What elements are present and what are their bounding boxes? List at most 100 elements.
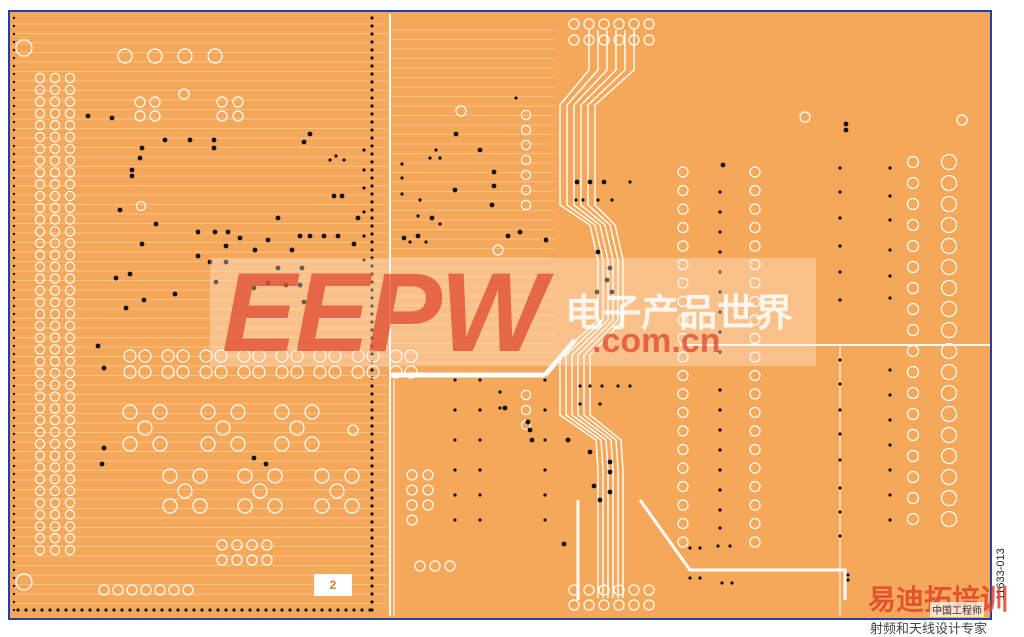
pad-ring bbox=[34, 285, 46, 296]
pad-ring bbox=[643, 34, 655, 46]
pad-ring bbox=[313, 365, 327, 379]
pad-ring bbox=[64, 356, 76, 367]
pad-ring bbox=[613, 584, 625, 596]
drill-hole bbox=[101, 365, 107, 371]
via-dot bbox=[12, 200, 16, 204]
drill-hole bbox=[328, 158, 332, 162]
via-dot bbox=[370, 216, 374, 220]
drill-hole bbox=[400, 176, 404, 180]
via-dot bbox=[370, 568, 374, 572]
pad-ring bbox=[200, 436, 216, 452]
via-dot bbox=[370, 600, 374, 604]
pad-ring bbox=[906, 344, 920, 358]
via-dot bbox=[12, 520, 16, 524]
pad-ring bbox=[161, 365, 175, 379]
pad-ring bbox=[940, 363, 958, 381]
via-dot bbox=[12, 160, 16, 164]
drill-hole bbox=[415, 233, 421, 239]
via-dot bbox=[370, 504, 374, 508]
drill-hole bbox=[453, 493, 457, 497]
pad-ring bbox=[598, 599, 610, 611]
via-dot bbox=[12, 440, 16, 444]
via-dot bbox=[104, 608, 108, 612]
pad-ring bbox=[230, 436, 246, 452]
pad-ring bbox=[64, 131, 76, 143]
pad-ring bbox=[64, 249, 76, 261]
pad-ring bbox=[304, 404, 320, 420]
drill-hole bbox=[283, 282, 289, 288]
drill-hole bbox=[342, 158, 346, 162]
pad-ring bbox=[34, 450, 46, 461]
via-dot bbox=[370, 56, 374, 60]
pad-ring bbox=[64, 72, 76, 84]
via-dot bbox=[370, 296, 374, 300]
via-dot bbox=[12, 360, 16, 364]
via-dot bbox=[12, 24, 16, 28]
via-dot bbox=[88, 608, 92, 612]
trace bbox=[594, 30, 635, 320]
pad-ring bbox=[192, 498, 208, 514]
pad-ring bbox=[64, 297, 76, 308]
pad-ring bbox=[64, 497, 76, 508]
via-dot bbox=[370, 488, 374, 492]
pad-ring bbox=[64, 226, 76, 237]
pad-ring bbox=[64, 521, 76, 532]
drill-hole bbox=[400, 192, 404, 196]
drill-hole bbox=[137, 155, 143, 161]
pad-ring bbox=[314, 468, 330, 484]
drill-hole bbox=[720, 581, 724, 585]
drill-hole bbox=[838, 510, 842, 514]
drill-hole bbox=[888, 468, 892, 472]
pad-ring bbox=[328, 365, 342, 379]
pad-ring bbox=[677, 499, 689, 511]
via-dot bbox=[12, 456, 16, 460]
pad-ring bbox=[138, 349, 152, 363]
drill-hole bbox=[321, 233, 327, 239]
via-dot bbox=[224, 608, 228, 612]
drill-hole bbox=[543, 408, 547, 412]
via-dot bbox=[370, 584, 374, 588]
pad-ring bbox=[34, 214, 46, 225]
drill-hole bbox=[718, 210, 722, 214]
drill-hole bbox=[718, 330, 722, 334]
drill-hole bbox=[265, 237, 271, 243]
pad-ring bbox=[64, 285, 76, 296]
drill-hole bbox=[237, 235, 243, 241]
pad-ring bbox=[677, 425, 689, 437]
via-dot bbox=[304, 608, 308, 612]
pad-ring bbox=[34, 249, 46, 261]
drill-hole bbox=[718, 526, 722, 530]
drill-hole bbox=[418, 198, 422, 202]
drill-hole bbox=[888, 166, 892, 170]
pad-ring bbox=[34, 474, 46, 485]
drill-hole bbox=[99, 461, 105, 467]
via-dot bbox=[12, 608, 16, 612]
drill-hole bbox=[362, 234, 366, 238]
via-dot bbox=[370, 344, 374, 348]
drill-hole bbox=[265, 280, 271, 286]
pad-ring bbox=[422, 499, 434, 511]
via-dot bbox=[12, 416, 16, 420]
drill-hole bbox=[478, 378, 482, 382]
pad-ring bbox=[677, 332, 689, 345]
drill-hole bbox=[574, 179, 580, 185]
via-dot bbox=[370, 424, 374, 428]
pad-ring bbox=[749, 406, 761, 419]
pad-ring bbox=[49, 119, 61, 131]
pad-ring bbox=[749, 425, 761, 437]
pad-ring bbox=[49, 462, 61, 473]
pad-ring bbox=[520, 184, 532, 196]
pad-ring bbox=[389, 349, 403, 363]
via-dot bbox=[370, 496, 374, 500]
pad-ring bbox=[313, 349, 327, 363]
drill-hole bbox=[453, 518, 457, 522]
via-dot bbox=[370, 328, 374, 332]
drill-hole bbox=[297, 282, 303, 288]
pad-ring bbox=[677, 184, 689, 197]
pad-ring bbox=[274, 404, 290, 420]
pad-ring bbox=[677, 166, 689, 178]
via-dot bbox=[370, 352, 374, 356]
drill-hole bbox=[307, 131, 313, 137]
pad-ring bbox=[64, 344, 76, 355]
via-dot bbox=[12, 208, 16, 212]
